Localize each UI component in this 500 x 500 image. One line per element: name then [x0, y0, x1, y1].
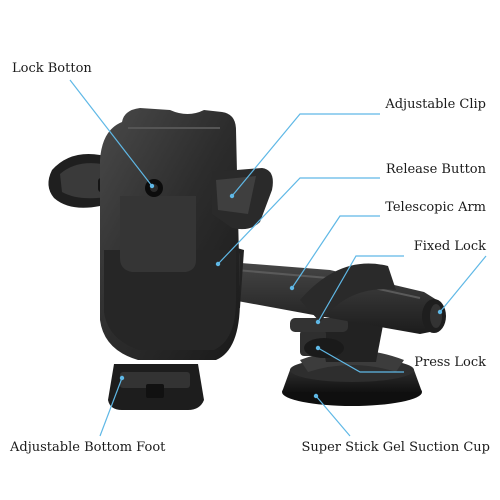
label-suction-cup: Super Stick Gel Suction Cup: [301, 440, 491, 455]
leader-adjustable-clip: [231, 113, 380, 197]
telescopic-arm-shape: [228, 262, 446, 334]
bottom-foot-shape: [108, 364, 204, 410]
leader-bottom-foot: [99, 377, 123, 437]
leader-dot-bottom-foot: [119, 375, 125, 381]
leader-dot-suction-cup: [313, 393, 319, 399]
leader-telescopic-arm: [291, 215, 380, 289]
leader-dot-adjustable-clip: [229, 193, 235, 199]
label-adjustable-bottom-foot: Adjustable Bottom Foot: [10, 440, 166, 455]
leader-fixed-lock-knob: [439, 255, 487, 313]
leader-dot-fixed-lock: [315, 319, 321, 325]
leader-lines: [69, 79, 487, 437]
leader-dot-telescopic-arm: [289, 285, 295, 291]
leader-lock-button: [69, 79, 153, 187]
leader-press-lock: [317, 347, 404, 373]
leader-suction-cup: [315, 395, 351, 437]
label-lock-button: Lock Botton: [12, 61, 92, 76]
label-telescopic-arm: Telescopic Arm: [385, 200, 486, 215]
label-release-button: Release Button: [385, 162, 486, 177]
leader-dot-release-button: [215, 261, 221, 267]
leader-release-button: [217, 177, 380, 265]
leader-fixed-lock: [317, 255, 404, 323]
label-fixed-lock: Fixed Lock: [413, 239, 486, 254]
leader-dot-lock-button: [149, 183, 155, 189]
leader-dot-fixed-lock-knob: [437, 309, 443, 315]
label-press-lock: Press Lock: [414, 355, 486, 370]
holder-body-shape: [100, 108, 240, 360]
right-clip-shape: [212, 168, 273, 230]
label-adjustable-clip: Adjustable Clip: [385, 97, 486, 112]
leader-dot-press-lock: [315, 345, 321, 351]
